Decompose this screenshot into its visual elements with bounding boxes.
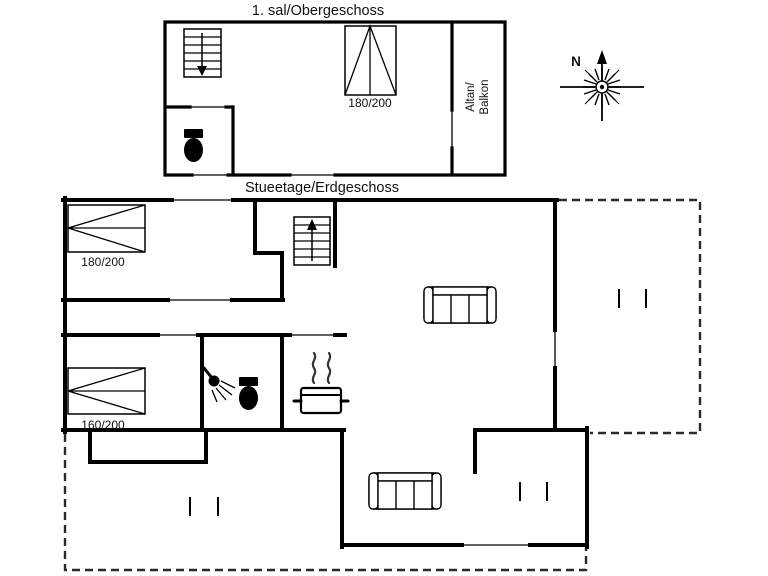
upper-floor-plan: 1. sal/Obergeschoss 180/200 Altan/ Balko… xyxy=(163,3,507,177)
sofa-icon xyxy=(423,286,497,324)
stairs-up-icon xyxy=(293,216,331,266)
toilet-icon xyxy=(239,377,258,410)
upper-floor-walls xyxy=(163,20,507,177)
double-bed-icon xyxy=(344,24,397,96)
terrace-right-dashed-outline xyxy=(559,198,702,435)
upper-bed-size-label: 180/200 xyxy=(348,96,392,110)
toilet-icon xyxy=(184,129,203,162)
compass-north-label: N xyxy=(571,54,581,69)
ground-floor-window-markers xyxy=(158,199,556,546)
double-bed-icon xyxy=(67,367,146,415)
ground-floor-title: Stueetage/Erdgeschoss xyxy=(245,180,399,196)
double-bed-icon xyxy=(67,204,146,253)
terrace-markers xyxy=(189,289,647,516)
balcony-label-line2: Balkon xyxy=(479,79,491,114)
terrace-bottom-dashed-outline xyxy=(63,434,588,572)
cooking-pot-icon xyxy=(292,351,350,415)
upper-floor-title: 1. sal/Obergeschoss xyxy=(252,3,384,19)
compass-north-arrow xyxy=(597,50,607,64)
ground-floor-walls xyxy=(61,196,589,549)
ground-bed1-size-label: 180/200 xyxy=(81,255,125,269)
compass-rose-icon: N xyxy=(560,50,644,121)
balcony-label-line1: Altan/ xyxy=(465,81,477,111)
stairs-down-icon xyxy=(183,28,222,78)
shower-icon xyxy=(202,366,236,403)
upper-floor-window-markers xyxy=(190,106,453,176)
steam-icon xyxy=(326,351,332,385)
sofa-icon xyxy=(368,472,442,510)
steam-icon xyxy=(311,351,317,385)
ground-floor-plan: Stueetage/Erdgeschoss 180/200 160/200 xyxy=(61,180,702,572)
ground-bed2-size-label: 160/200 xyxy=(81,418,125,432)
